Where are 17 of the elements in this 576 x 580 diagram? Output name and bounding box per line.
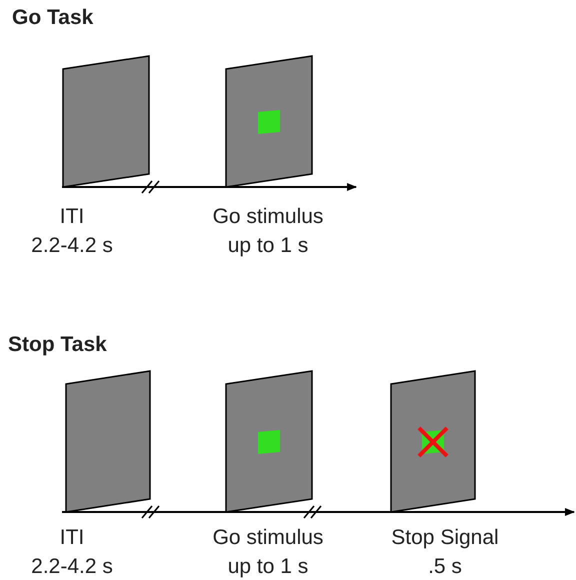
phase-label: Go stimulus	[212, 526, 324, 550]
phase-label: ITI	[60, 526, 84, 550]
duration-label: .5 s	[428, 555, 462, 579]
duration-label: 2.2-4.2 s	[31, 234, 113, 258]
screen-panel	[62, 55, 150, 188]
duration-label: up to 1 s	[228, 555, 308, 579]
phase-label: Stop Signal	[391, 526, 499, 550]
duration-label: up to 1 s	[228, 234, 308, 258]
screen-panel	[65, 370, 151, 513]
phase-label: ITI	[60, 205, 84, 229]
phase-label: Go stimulus	[212, 205, 324, 229]
duration-label: 2.2-4.2 s	[31, 555, 113, 579]
task-heading: Stop Task	[8, 333, 107, 357]
screen-panel	[390, 370, 476, 513]
screen-panel	[225, 370, 313, 513]
screen-panel	[225, 55, 313, 188]
task-heading: Go Task	[12, 6, 94, 30]
